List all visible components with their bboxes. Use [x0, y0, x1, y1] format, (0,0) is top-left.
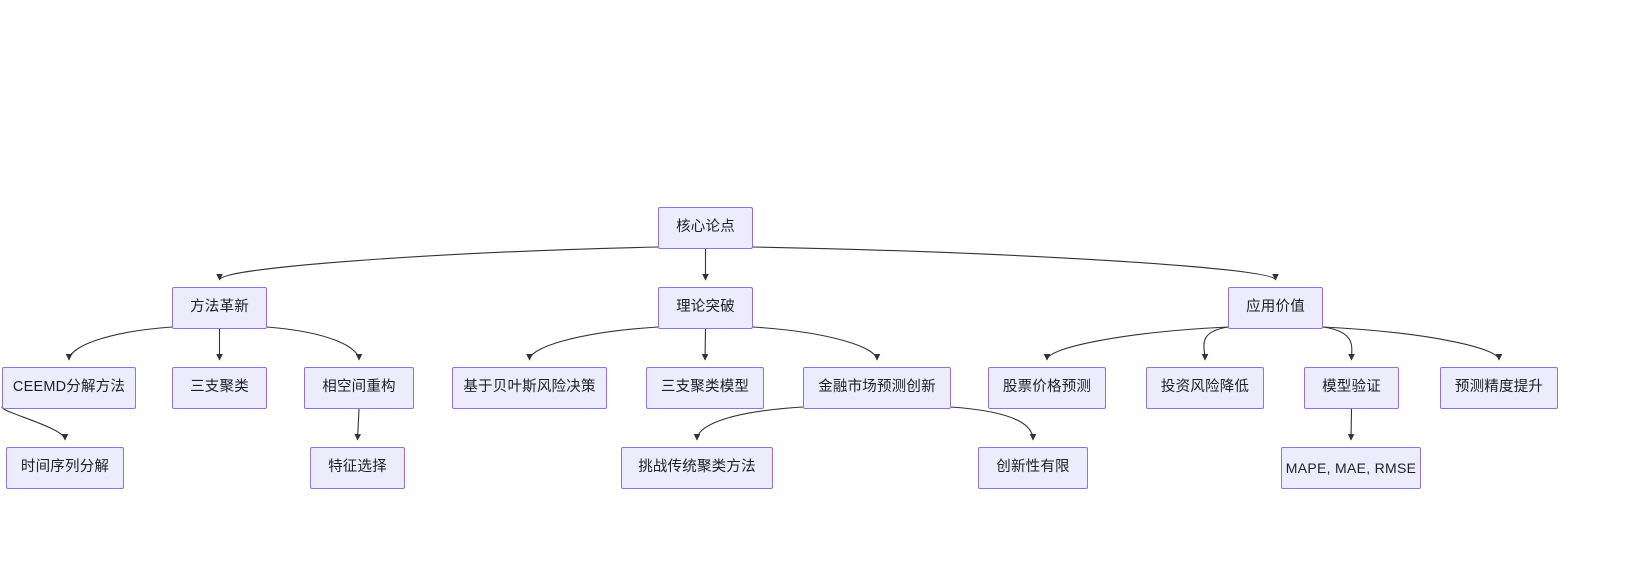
node-n16[interactable]: 挑战传统聚类方法	[621, 447, 773, 489]
node-label: 股票价格预测	[1002, 379, 1092, 396]
edge-n3-n10	[1043, 326, 1229, 361]
edge-n6-n15	[354, 408, 362, 441]
node-n12[interactable]: 模型验证	[1304, 367, 1399, 409]
edge-n1-n4	[65, 326, 173, 361]
edge-n2-n9	[752, 326, 881, 361]
node-n5[interactable]: 三支聚类	[172, 367, 267, 409]
edge-n0-n3	[752, 246, 1279, 281]
edge-n2-n7	[526, 326, 659, 361]
node-n17[interactable]: 创新性有限	[978, 447, 1088, 489]
edge-n0-n1	[216, 246, 659, 281]
node-label: 预测精度提升	[1454, 379, 1544, 396]
node-label: 基于贝叶斯风险决策	[463, 379, 596, 396]
node-label: 相空间重构	[322, 379, 396, 396]
node-n1[interactable]: 方法革新	[172, 287, 267, 329]
node-n3[interactable]: 应用价值	[1228, 287, 1323, 329]
node-n0[interactable]: 核心论点	[658, 207, 753, 249]
edge-n1-n6	[266, 326, 363, 361]
node-label: 挑战传统聚类方法	[638, 459, 756, 476]
node-label: 核心论点	[676, 219, 735, 236]
node-n11[interactable]: 投资风险降低	[1146, 367, 1264, 409]
node-n15[interactable]: 特征选择	[310, 447, 405, 489]
node-n4[interactable]: CEEMD分解方法	[2, 367, 136, 409]
node-label: 创新性有限	[996, 459, 1070, 476]
node-n9[interactable]: 金融市场预测创新	[803, 367, 951, 409]
node-label: 金融市场预测创新	[818, 379, 936, 396]
node-label: 理论突破	[676, 299, 735, 316]
edge-n3-n11	[1201, 326, 1229, 361]
node-label: 应用价值	[1246, 299, 1305, 316]
edge-n3-n12	[1322, 326, 1355, 361]
node-n6[interactable]: 相空间重构	[304, 367, 414, 409]
node-label: MAPE, MAE, RMSE	[1285, 459, 1417, 476]
edge-n4-n14	[1, 406, 69, 441]
edge-n2-n8	[701, 328, 709, 361]
node-n10[interactable]: 股票价格预测	[988, 367, 1106, 409]
node-label: 三支聚类模型	[660, 379, 750, 396]
node-label: 投资风险降低	[1160, 379, 1250, 396]
node-n2[interactable]: 理论突破	[658, 287, 753, 329]
edge-n9-n16	[693, 406, 804, 441]
node-n13[interactable]: 预测精度提升	[1440, 367, 1558, 409]
node-label: 时间序列分解	[20, 459, 110, 476]
node-n8[interactable]: 三支聚类模型	[646, 367, 764, 409]
node-label: 三支聚类	[190, 379, 249, 396]
edge-group	[1, 246, 1503, 441]
node-label: 特征选择	[328, 459, 387, 476]
edge-n12-n18	[1347, 408, 1355, 441]
edge-n9-n17	[950, 406, 1037, 441]
node-label: 模型验证	[1322, 379, 1381, 396]
node-label: 方法革新	[190, 299, 249, 316]
node-n14[interactable]: 时间序列分解	[6, 447, 124, 489]
node-n18[interactable]: MAPE, MAE, RMSE	[1281, 447, 1421, 489]
node-n7[interactable]: 基于贝叶斯风险决策	[452, 367, 607, 409]
edge-n3-n13	[1322, 326, 1503, 361]
node-label: CEEMD分解方法	[12, 379, 126, 396]
